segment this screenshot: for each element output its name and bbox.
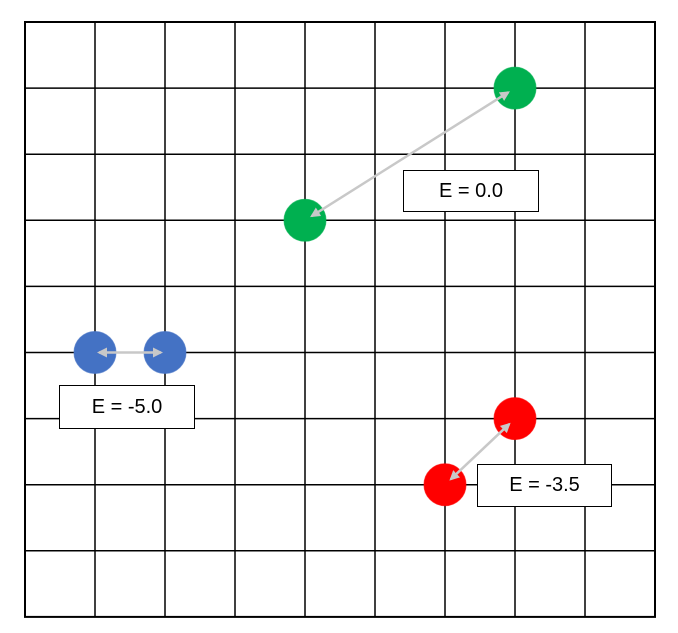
particle-green-1 xyxy=(283,198,327,242)
particles xyxy=(73,66,537,507)
energy-label-red: E = -3.5 xyxy=(477,464,612,507)
bond-arrow-red xyxy=(449,422,511,481)
bond-arrow-green xyxy=(310,91,510,218)
grid xyxy=(24,21,656,618)
energy-label-blue: E = -5.0 xyxy=(59,385,195,429)
energy-label-green: E = 0.0 xyxy=(403,170,539,212)
particle-green-2 xyxy=(493,66,537,110)
grid-border xyxy=(24,21,656,618)
